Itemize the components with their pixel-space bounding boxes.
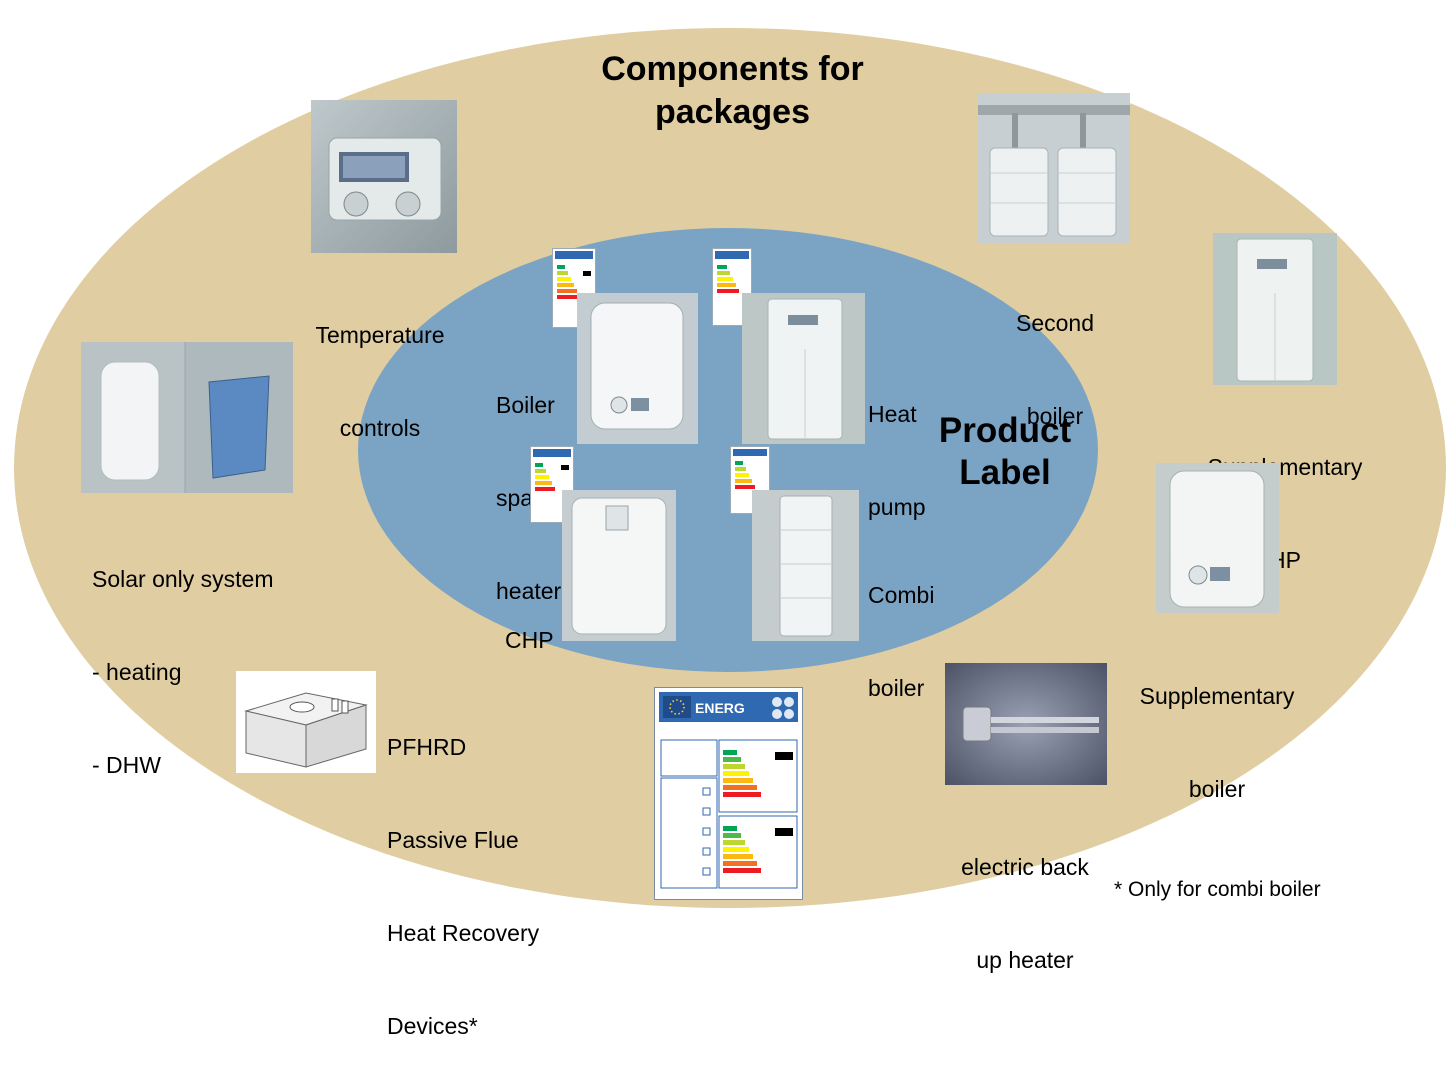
electric-back-up-heater-label-line-2: up heater (976, 947, 1074, 973)
combi-boiler-label: Combi boiler (868, 518, 958, 735)
solar-only-system-label-line-2: - heating (92, 659, 182, 685)
boiler-space-heater-label-line-1: Boiler (496, 392, 555, 418)
footnote: * Only for combi boiler (1114, 878, 1321, 901)
pfhrd-label-line-1: PFHRD (387, 734, 467, 760)
electric-back-up-heater-label-line-1: electric back (961, 854, 1089, 880)
diagram-title: Components for packages (560, 48, 905, 134)
solar-only-system-label-line-1: Solar only system (92, 566, 274, 592)
thermostat-controller-icon (311, 100, 457, 253)
temperature-controls-label-line-2: controls (339, 415, 421, 441)
temperature-controls-label-line-1: Temperature (315, 322, 445, 348)
diagram-title-line-2: packages (655, 93, 810, 131)
floor-boiler-icon (752, 490, 859, 641)
second-boiler-label: Second boiler (980, 246, 1130, 463)
chp-label: CHP (505, 563, 565, 687)
combi-boiler-label-line-2: boiler (868, 675, 925, 701)
heat-pump-label-line-1: Heat (868, 401, 917, 427)
product-label-title: Product Label (930, 410, 1080, 494)
energy-label-brand-text: ENERG (695, 700, 745, 716)
heat-pump-energy-label-icon (712, 248, 752, 326)
solar-tank-collector-icon (81, 342, 293, 493)
chp-label-line-1: CHP (505, 627, 554, 653)
solar-only-system-label: Solar only system - heating - DHW (92, 502, 322, 812)
heat-pump-label: Heat pump (868, 337, 948, 554)
solar-only-system-label-line-3: - DHW (92, 752, 161, 778)
twin-boiler-icon (978, 93, 1130, 244)
wall-boiler-icon (1156, 463, 1279, 613)
inner-ellipse (358, 228, 1098, 672)
pfhrd-label: PFHRD Passive Flue Heat Recovery Devices… (387, 670, 597, 1073)
pfhrd-label-line-3: Heat Recovery (387, 920, 540, 946)
supplementary-boiler-label-line-1: Supplementary (1139, 683, 1295, 709)
flue-heat-recovery-icon (236, 671, 376, 773)
product-label-title-line-2: Label (959, 453, 1051, 492)
supplementary-boiler-label: Supplementary boiler (1117, 619, 1317, 836)
combi-boiler-label-line-1: Combi (868, 582, 935, 608)
second-boiler-label-line-2: boiler (1026, 403, 1084, 429)
supplementary-boiler-label-line-2: boiler (1188, 776, 1246, 802)
boiler-space-heater-label: Boiler space heater (496, 328, 586, 638)
heat-pump-icon (1213, 233, 1337, 385)
product-label-title-line-1: Product (938, 411, 1072, 450)
pfhrd-label-line-4: Devices* (387, 1013, 478, 1039)
immersion-heater-icon (945, 663, 1107, 785)
boiler-space-heater-label-line-3: heater (496, 578, 562, 604)
wall-boiler-icon (577, 293, 698, 444)
heat-pump-icon (742, 293, 865, 444)
chp-unit-icon (562, 490, 676, 641)
electric-back-up-heater-label: electric back up heater (930, 790, 1120, 1007)
diagram-title-line-1: Components for (601, 50, 864, 88)
second-boiler-label-line-1: Second (1015, 310, 1094, 336)
temperature-controls-label: Temperature controls (290, 258, 470, 475)
eu-energy-label-icon: ENERG (654, 687, 803, 900)
boiler-energy-label-icon (552, 248, 596, 328)
pfhrd-label-line-2: Passive Flue (387, 827, 519, 853)
heat-pump-label-line-2: pump (868, 494, 926, 520)
